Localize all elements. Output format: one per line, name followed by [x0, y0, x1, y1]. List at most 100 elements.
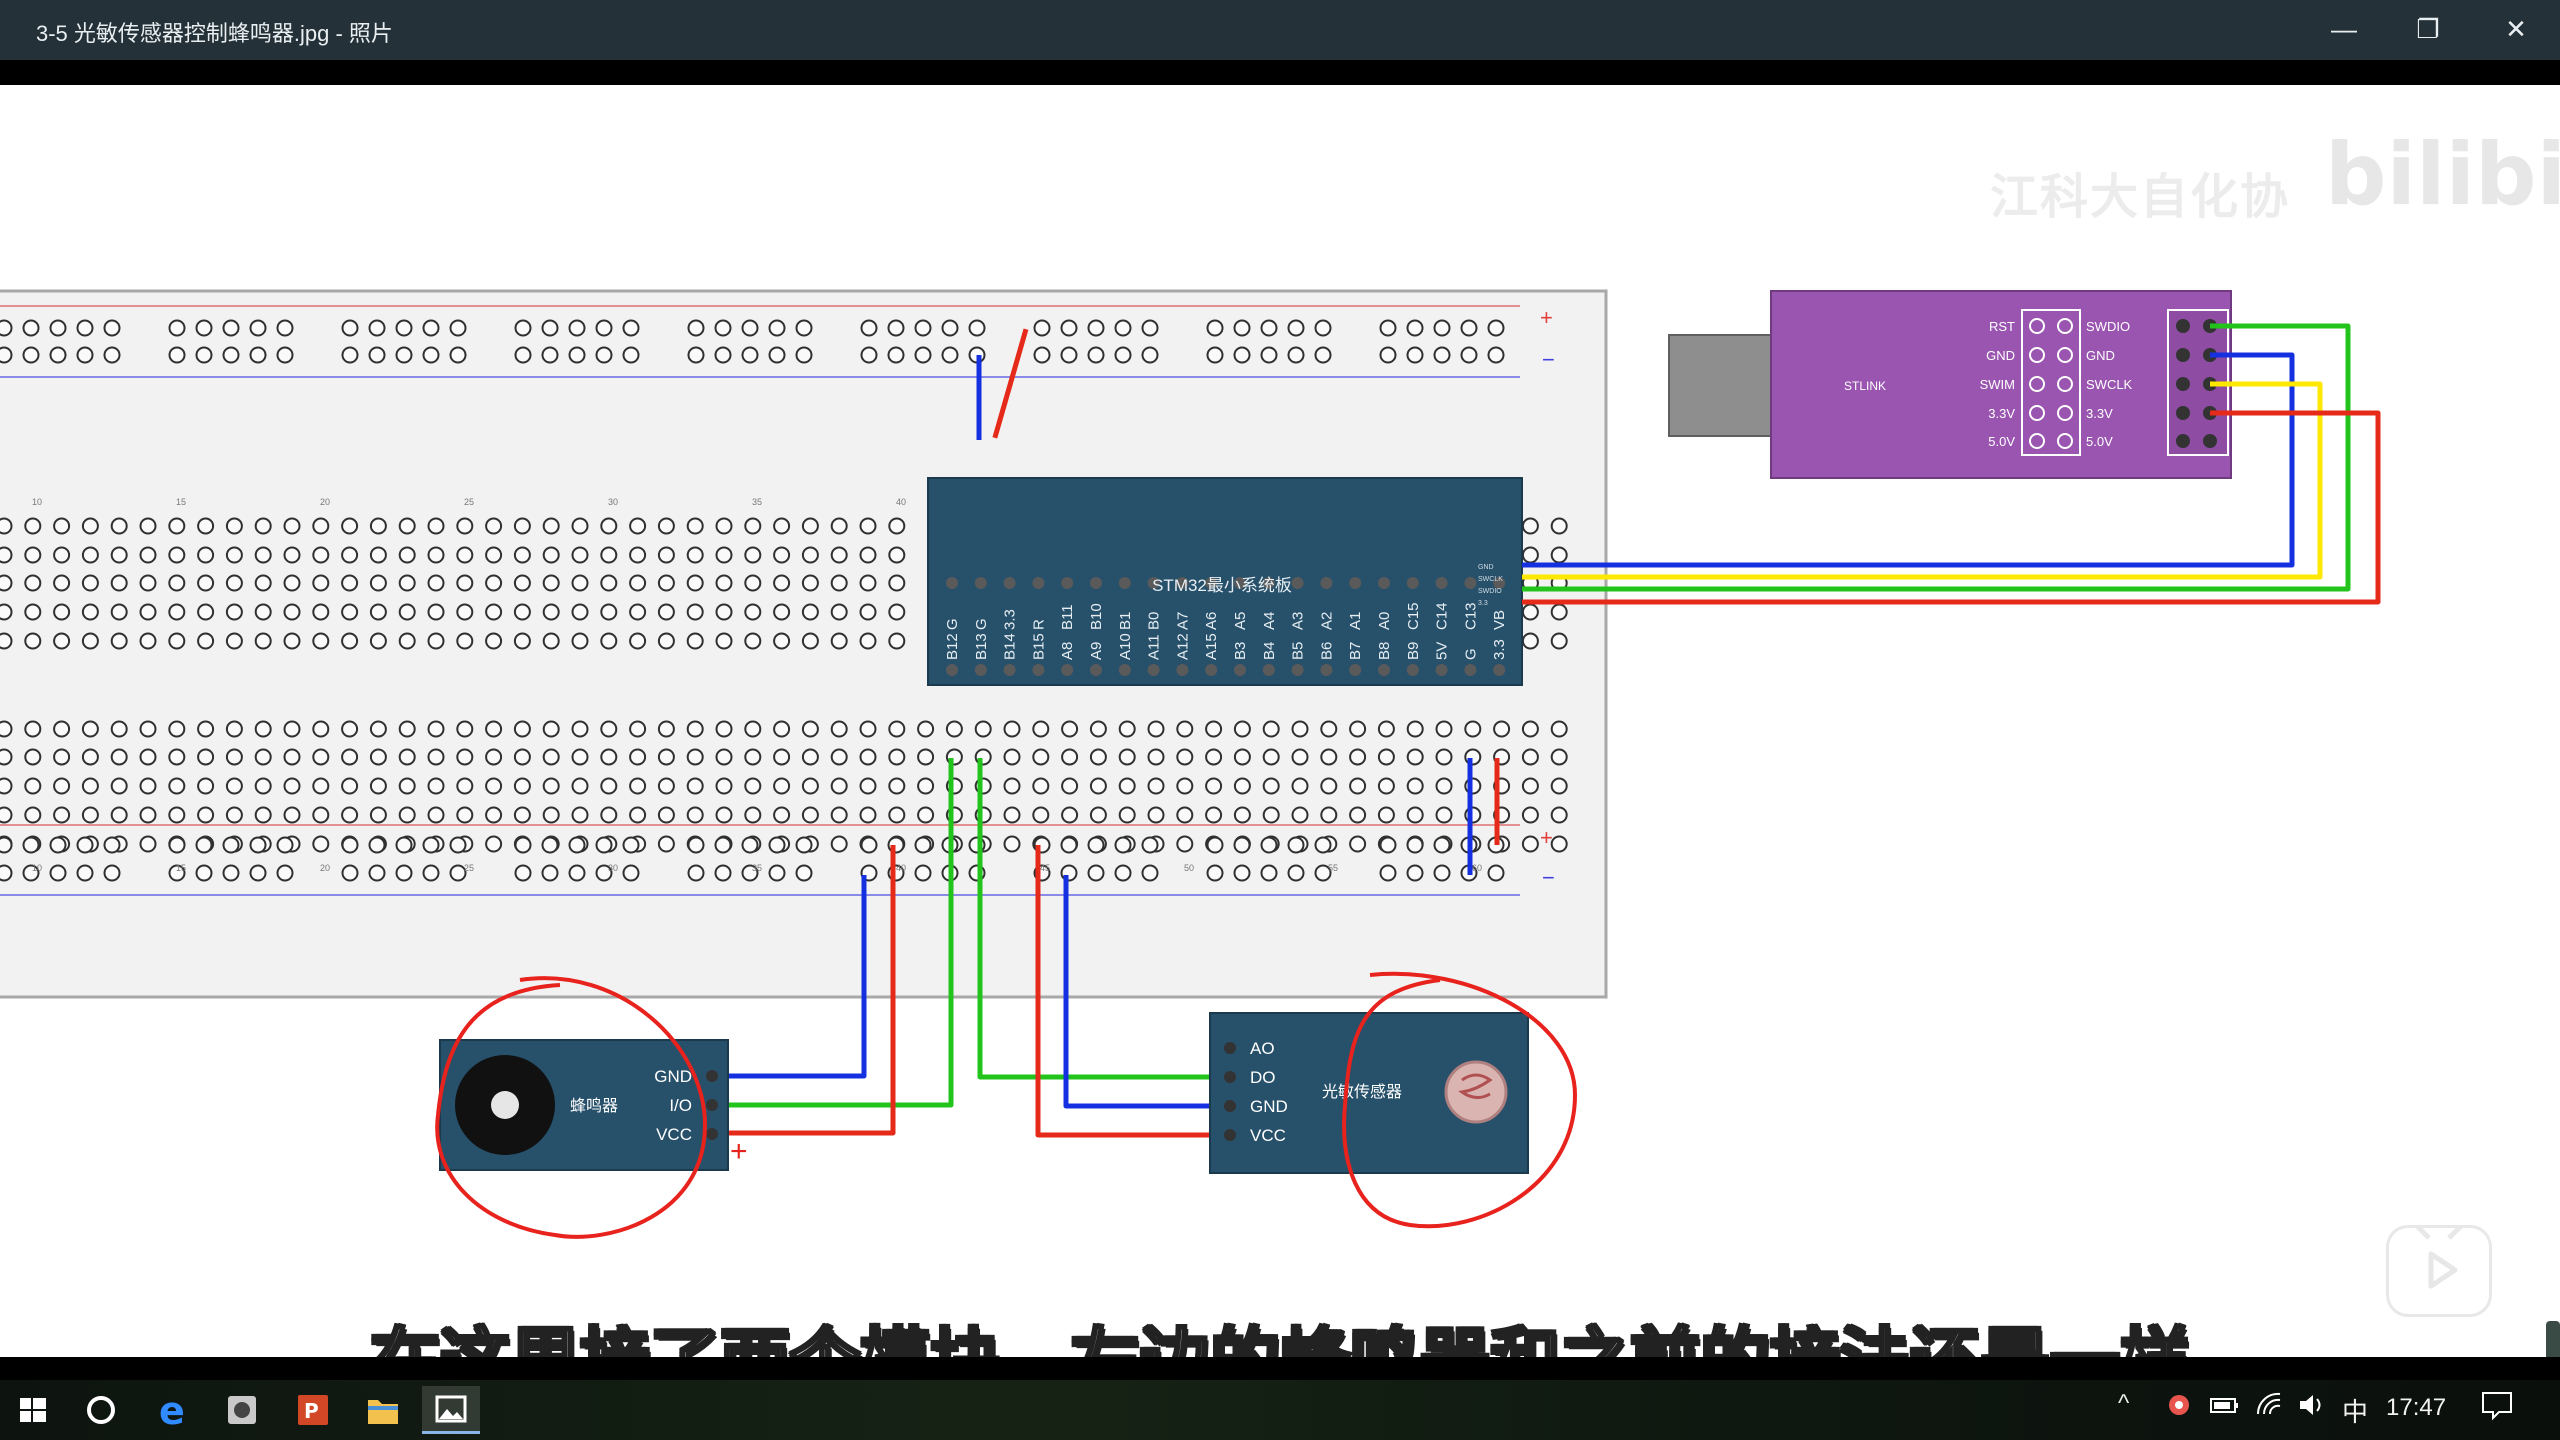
rail-hole [1406, 836, 1424, 854]
windows-start-icon[interactable] [4, 1386, 62, 1434]
breadboard-hole [225, 748, 243, 766]
restore-button[interactable]: ❐ [2416, 14, 2440, 44]
tray-chevron-icon[interactable]: ^ [2118, 1390, 2130, 1417]
cortana-icon[interactable] [72, 1386, 130, 1434]
rail-hole [195, 319, 213, 337]
minimize-button[interactable]: — [2331, 14, 2357, 44]
rail-hole [768, 864, 786, 882]
breadboard-hole [859, 603, 877, 621]
stm32-bottom-pin-label: 5V [1434, 642, 1451, 660]
stm32-bottom-pin-label: A10 [1117, 633, 1134, 660]
breadboard-hole [513, 574, 531, 592]
breadboard-hole [744, 517, 762, 535]
breadboard-hole [1118, 806, 1136, 824]
stm32-bottom-pin [1262, 664, 1275, 676]
breadboard-hole [1262, 720, 1280, 738]
breadboard-hole [456, 720, 474, 738]
volume-icon[interactable] [2296, 1390, 2328, 1427]
breadboard-hole [312, 574, 330, 592]
breadboard-hole [859, 748, 877, 766]
stm32-bottom-pin-label: A8 [1059, 642, 1076, 660]
breadboard-hole [341, 632, 359, 650]
rail-hole [1260, 864, 1278, 882]
rail-hole [1060, 346, 1078, 364]
breadboard-hole [657, 574, 675, 592]
tray-app-icon[interactable] [2164, 1390, 2194, 1427]
notification-center-icon[interactable] [2480, 1390, 2514, 1427]
stlink-pinbox [2021, 309, 2081, 456]
rail-hole [103, 319, 121, 337]
breadboard-hole [1377, 748, 1395, 766]
stm32-top-pin-label: A4 [1261, 612, 1278, 630]
stlink-right-pin-label: 5.0V [2086, 434, 2113, 449]
breadboard-hole [312, 603, 330, 621]
rail-hole [276, 836, 294, 854]
breadboard-hole [225, 806, 243, 824]
breadboard-hole [1435, 806, 1453, 824]
rail-hole [1206, 864, 1224, 882]
rail-hole [0, 346, 13, 364]
breadboard-hole [0, 517, 13, 535]
breadboard-hole [53, 806, 71, 824]
breadboard-hole [657, 835, 675, 853]
wifi-icon[interactable] [2254, 1390, 2286, 1427]
breadboard-hole [283, 806, 301, 824]
stlink-header-pin [2176, 319, 2190, 333]
breadboard-hole [1032, 777, 1050, 795]
stm32-bottom-pin [1291, 664, 1304, 676]
edge-icon[interactable]: e [142, 1386, 200, 1434]
breadboard-hole [1349, 835, 1367, 853]
camera-app-icon[interactable] [212, 1386, 270, 1434]
input-method-indicator[interactable]: 中 [2342, 1397, 2369, 1427]
light-sensor-pin [1224, 1129, 1236, 1141]
powerpoint-icon[interactable]: P [284, 1386, 342, 1434]
stm32-top-pin [1320, 577, 1333, 589]
rail-hole [1433, 836, 1451, 854]
breadboard-hole [773, 720, 791, 738]
scroll-handle[interactable] [2546, 1321, 2560, 1357]
stlink-right-pin-label: 3.3V [2086, 406, 2113, 421]
stm32-top-pin [1118, 577, 1131, 589]
breadboard-hole [1032, 748, 1050, 766]
breadboard-hole [168, 546, 186, 564]
wires [716, 323, 2381, 1138]
play-button[interactable] [2386, 1225, 2492, 1317]
breadboard-hole [1061, 748, 1079, 766]
battery-icon[interactable] [2208, 1390, 2240, 1427]
breadboard-hole [1205, 777, 1223, 795]
breadboard-hole [744, 806, 762, 824]
breadboard-hole [830, 835, 848, 853]
breadboard-hole [312, 517, 330, 535]
photos-icon[interactable] [422, 1386, 480, 1434]
breadboard-hole [456, 777, 474, 795]
rail-hole [168, 346, 186, 364]
breadboard-hole [629, 546, 647, 564]
rail-hole [76, 319, 94, 337]
breadboard-hole [1435, 720, 1453, 738]
breadboard-hole [513, 777, 531, 795]
wire-stlink-gnd [1522, 352, 2295, 568]
breadboard-hole [1262, 777, 1280, 795]
breadboard-hole [542, 806, 560, 824]
rail-hole [860, 346, 878, 364]
breadboard-hole [24, 574, 42, 592]
photo-viewer[interactable]: + − + − 10101515202025253030353540404545… [0, 85, 2560, 1357]
rail-hole [76, 346, 94, 364]
stm32-top-pin-label: G [973, 618, 990, 630]
breadboard-hole [686, 777, 704, 795]
stlink-header-pin [2176, 377, 2190, 391]
breadboard-hole [686, 806, 704, 824]
stm32-bottom-pin [1493, 664, 1506, 676]
column-number-bottom: 45 [1040, 863, 1050, 873]
close-button[interactable]: ✕ [2505, 14, 2527, 44]
breadboard-hole [542, 603, 560, 621]
clock[interactable]: 17:47 [2386, 1394, 2447, 1421]
breadboard-hole [715, 806, 733, 824]
breadboard-hole [1550, 603, 1568, 621]
file-explorer-icon[interactable] [354, 1386, 412, 1434]
rail-hole [514, 864, 532, 882]
rail-hole [368, 346, 386, 364]
breadboard-hole [110, 806, 128, 824]
svg-text:P: P [304, 1399, 319, 1423]
breadboard-hole [513, 632, 531, 650]
